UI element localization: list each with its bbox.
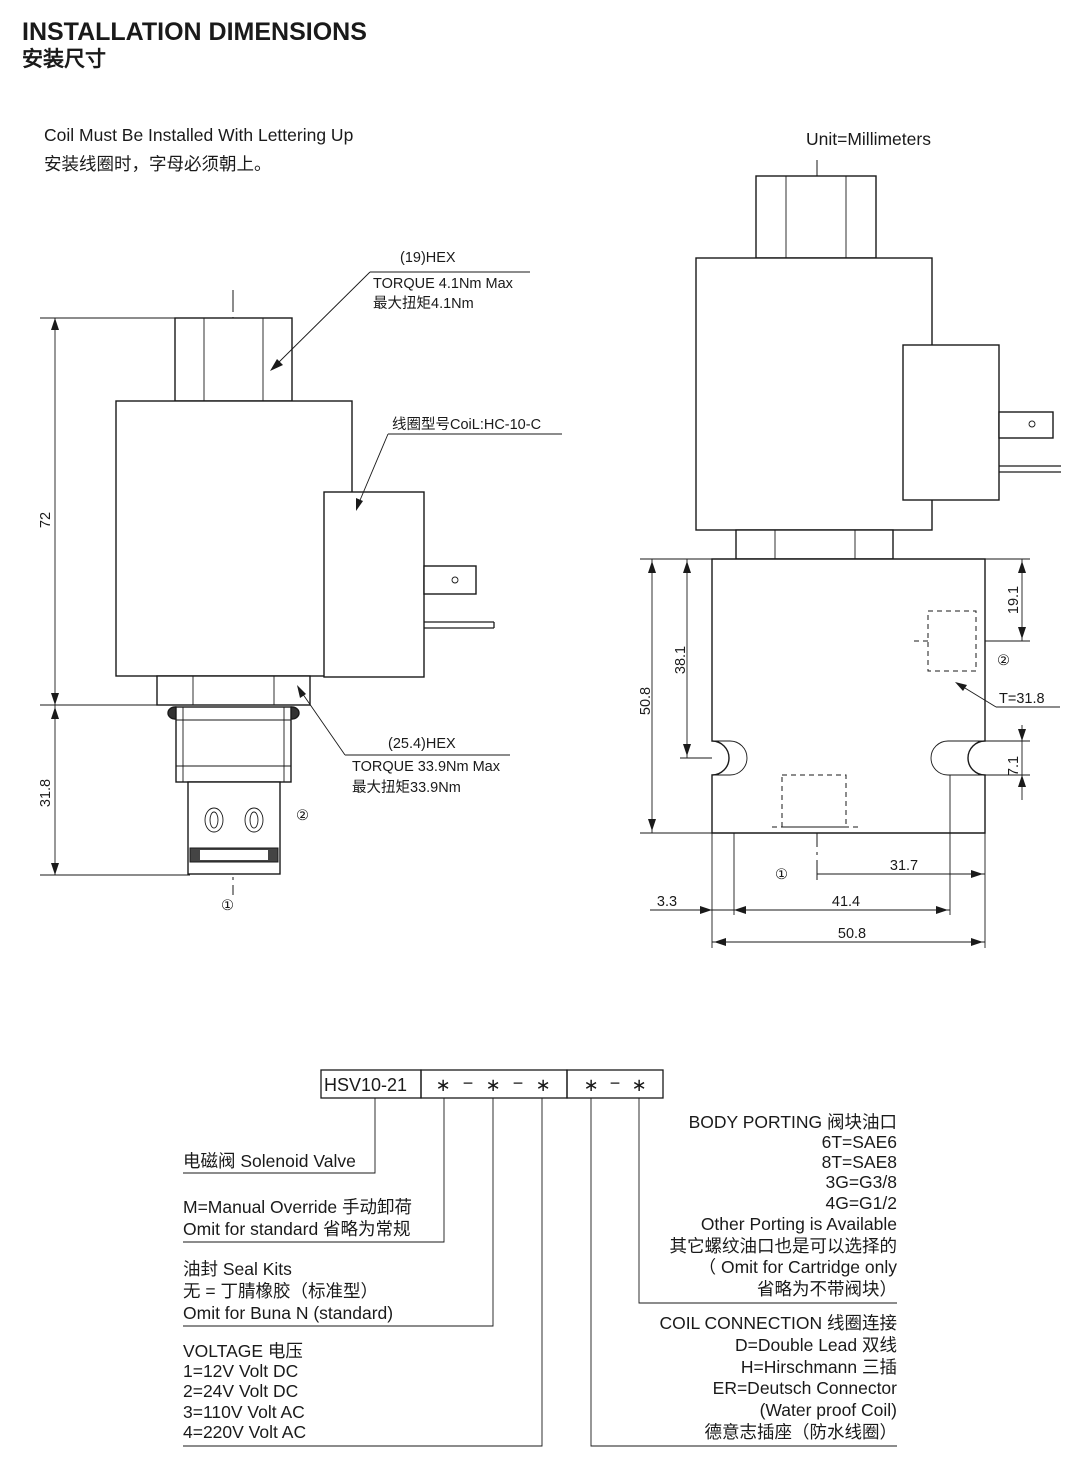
legend-porting-3: 3G=G3/8 — [825, 1172, 897, 1192]
legend-porting-1: 6T=SAE6 — [822, 1132, 897, 1152]
hex-top-label: (19)HEX — [400, 250, 456, 266]
dim-38-1: 38.1 — [673, 646, 689, 674]
code-box-group-2 — [566, 1069, 664, 1099]
legend-porting-title: BODY PORTING 阀块油口 — [689, 1112, 897, 1132]
port-1-label: ① — [221, 898, 234, 914]
code-seg-2: ∗ — [485, 1075, 500, 1095]
coil-connector-box — [323, 491, 425, 678]
legend-porting-7: （ Omit for Cartridge only — [699, 1257, 898, 1277]
right-coil-body — [695, 257, 933, 531]
left-view: 72 31.8 (19)HEX TORQUE 4.1Nm Max 最大扭矩4.1… — [38, 250, 562, 914]
right-connector-box — [902, 344, 1000, 501]
torque-bottom-cn-label: 最大扭矩33.9Nm — [352, 779, 461, 796]
right-port-2-label: ② — [997, 653, 1010, 669]
dim-7-1: 7.1 — [1006, 756, 1022, 776]
coil-note-cn: 安装线圈时，字母必须朝上。 — [44, 154, 272, 174]
legend-seal-2: 无 = 丁腈橡胶（标准型） — [183, 1281, 378, 1301]
legend-seal-3: Omit for Buna N (standard) — [183, 1303, 393, 1323]
page-subtitle: 安装尺寸 — [22, 47, 106, 71]
legend-coil-5: 德意志插座（防水线圈） — [705, 1422, 898, 1442]
legend-coil-4: (Water proof Coil) — [760, 1400, 897, 1420]
coil-body — [115, 400, 353, 677]
torque-top-label: TORQUE 4.1Nm Max — [373, 276, 514, 292]
code-seg-1: ∗ — [435, 1075, 450, 1095]
legend-coil-3: ER=Deutsch Connector — [713, 1378, 898, 1398]
legend-coil-2: H=Hirschmann 三插 — [741, 1357, 897, 1377]
legend-porting-2: 8T=SAE8 — [822, 1152, 897, 1172]
right-top-hex — [755, 175, 877, 259]
dim-3-3: 3.3 — [657, 894, 677, 910]
top-hex-nut — [174, 317, 293, 402]
legend-voltage-title: VOLTAGE 电压 — [183, 1341, 303, 1361]
code-model: HSV10-21 — [324, 1075, 407, 1095]
dim-t-31-8: T=31.8 — [999, 691, 1045, 707]
code-dash-2: − — [513, 1073, 524, 1093]
legend-solenoid: 电磁阀 Solenoid Valve — [183, 1151, 356, 1171]
dim-41-4: 41.4 — [832, 894, 860, 910]
coil-note-en: Coil Must Be Installed With Lettering Up — [44, 125, 353, 145]
page-title: INSTALLATION DIMENSIONS — [22, 18, 367, 46]
right-port-1-label: ① — [775, 867, 788, 883]
legend-porting-8: 省略为不带阀块） — [757, 1279, 897, 1299]
legend-voltage-2: 2=24V Volt DC — [183, 1381, 298, 1401]
legend-porting-4: 4G=G1/2 — [825, 1193, 897, 1213]
torque-top-cn-label: 最大扭矩4.1Nm — [373, 295, 474, 312]
right-lower-hex — [735, 529, 894, 560]
legend-override-1: M=Manual Override 手动卸荷 — [183, 1197, 412, 1217]
code-dash-3: − — [610, 1073, 621, 1093]
legend-voltage-3: 3=110V Volt AC — [183, 1402, 305, 1422]
legend-porting-5: Other Porting is Available — [701, 1214, 897, 1234]
coil-model-label: 线圈型号CoiL:HC-10-C — [392, 416, 541, 433]
legend-coil-title: COIL CONNECTION 线圈连接 — [659, 1313, 897, 1333]
dim-50-8-vertical: 50.8 — [638, 687, 654, 715]
port-2-label: ② — [296, 808, 309, 824]
dim-31-7: 31.7 — [890, 858, 918, 874]
code-dash-1: − — [463, 1073, 474, 1093]
dim-50-8-horizontal: 50.8 — [838, 926, 866, 942]
legend-seal-1: 油封 Seal Kits — [183, 1259, 292, 1279]
connector-terminal — [423, 565, 477, 595]
code-seg-5: ∗ — [631, 1075, 646, 1095]
legend-porting-6: 其它螺纹油口也是可以选择的 — [670, 1236, 898, 1256]
code-seg-4: ∗ — [583, 1075, 598, 1095]
torque-bottom-label: TORQUE 33.9Nm Max — [352, 759, 501, 775]
code-seg-3: ∗ — [535, 1075, 550, 1095]
cartridge-thread — [175, 706, 292, 783]
valve-block — [711, 558, 986, 834]
legend-override-2: Omit for standard 省略为常规 — [183, 1219, 411, 1239]
dim-19-1: 19.1 — [1006, 586, 1022, 614]
dim-72: 72 — [38, 512, 54, 528]
legend-voltage-1: 1=12V Volt DC — [183, 1361, 298, 1381]
legend-voltage-4: 4=220V Volt AC — [183, 1422, 306, 1442]
ordering-code: HSV10-21 ∗ − ∗ − ∗ ∗ − ∗ 电磁阀 Solenoid Va… — [183, 1069, 898, 1447]
right-connector-terminal — [998, 411, 1054, 439]
dim-31-8: 31.8 — [38, 779, 54, 807]
legend-coil-1: D=Double Lead 双线 — [735, 1335, 897, 1355]
right-view: 50.8 38.1 19.1 7.1 T=31.8 ② ① — [638, 160, 1061, 948]
bottom-hex-nut — [156, 675, 311, 706]
unit-note: Unit=Millimeters — [806, 129, 931, 149]
hex-bottom-label: (25.4)HEX — [388, 736, 456, 752]
